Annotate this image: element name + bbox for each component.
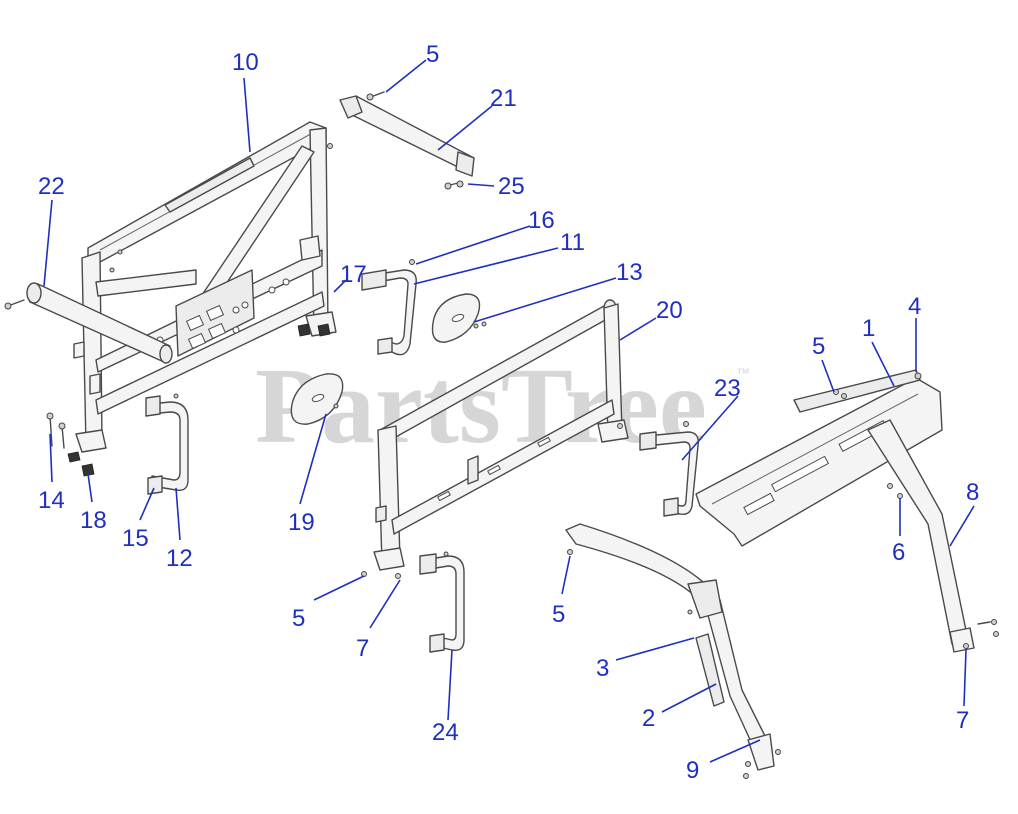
callout-1[interactable]: 1 [862,315,875,342]
callout-21[interactable]: 21 [490,85,517,112]
callout-11[interactable]: 11 [560,229,585,256]
callout-8[interactable]: 8 [966,479,979,506]
callout-16[interactable]: 16 [528,207,555,234]
grab-handle-upper [361,259,417,356]
callout-17[interactable]: 17 [340,261,367,288]
callout-7[interactable]: 7 [956,707,969,734]
callout-15[interactable]: 15 [122,525,149,552]
bolts-and-nuts-left [46,323,331,477]
callout-10[interactable]: 10 [232,49,259,76]
callout-4[interactable]: 4 [908,293,921,320]
callout-24[interactable]: 24 [432,719,459,746]
callout-5[interactable]: 5 [552,601,565,628]
callout-numbers: 10 5 21 22 25 16 11 17 13 20 4 1 5 23 14… [38,41,979,784]
callout-22[interactable]: 22 [38,173,65,200]
front-crossbar-tube [4,282,173,364]
grab-handle-right [639,431,699,517]
callout-7[interactable]: 7 [356,635,369,662]
callout-5[interactable]: 5 [812,333,825,360]
callout-2[interactable]: 2 [642,705,655,732]
seat-pad-upper [431,293,487,343]
callout-5[interactable]: 5 [426,41,439,68]
watermark-trademark: ™ [736,365,750,381]
rear-rollbar-leg [867,419,999,653]
callout-5[interactable]: 5 [292,605,305,632]
front-rollbar-leg [565,523,781,779]
callout-23[interactable]: 23 [714,375,741,402]
callout-20[interactable]: 20 [656,297,683,324]
callout-9[interactable]: 9 [686,757,699,784]
callout-3[interactable]: 3 [596,655,609,682]
callout-18[interactable]: 18 [80,507,107,534]
upper-crossbar [339,91,475,190]
leader-lines [43,59,975,763]
rear-frame-assembly [373,299,629,571]
callout-13[interactable]: 13 [616,259,643,286]
grab-handle-lower [419,551,465,653]
grab-handle-left [145,393,189,495]
seat-pad-lower [290,373,344,425]
callout-19[interactable]: 19 [288,509,315,536]
callout-25[interactable]: 25 [498,173,525,200]
callout-12[interactable]: 12 [166,545,193,572]
callout-14[interactable]: 14 [38,487,65,514]
callout-6[interactable]: 6 [892,539,905,566]
